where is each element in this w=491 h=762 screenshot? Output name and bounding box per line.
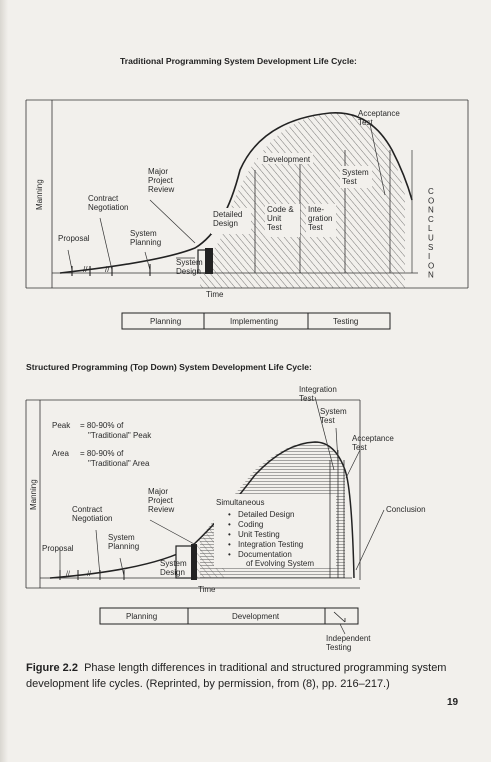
top-figure-title: Traditional Programming System Developme… [120, 56, 357, 66]
bottom-conclusion-label: Conclusion [386, 505, 426, 514]
svg-text:•: • [228, 540, 231, 549]
peak-value-label: = 80-90% of"Traditional" Peak [80, 421, 152, 440]
top-development-label: Development [263, 155, 311, 164]
area-value-label: = 80-90% of"Traditional" Area [80, 449, 150, 468]
bottom-phase-development: Development [232, 612, 280, 621]
bottom-proposal-label: Proposal [42, 544, 74, 553]
page-number: 19 [447, 697, 459, 708]
simultaneous-item: Unit Testing [238, 530, 280, 539]
bottom-figure-title: Structured Programming (Top Down) System… [26, 362, 312, 372]
bottom-manning-curve [49, 441, 355, 579]
page-edge [0, 0, 8, 762]
bottom-phase-planning: Planning [126, 612, 157, 621]
top-phase-testing: Testing [333, 317, 358, 326]
figure-caption: Figure 2.2 Phase length differences in t… [26, 660, 466, 692]
simultaneous-label: Simultaneous [216, 498, 264, 507]
simultaneous-item: Detailed Design [238, 510, 294, 519]
svg-text://: // [105, 265, 110, 274]
simultaneous-box [214, 494, 336, 568]
caption-label: Figure 2.2 [26, 662, 78, 674]
bottom-y-axis-label: Manning [29, 479, 38, 510]
simultaneous-item: Integration Testing [238, 540, 303, 549]
svg-text:•: • [228, 550, 231, 559]
svg-text://: // [66, 571, 70, 578]
bottom-phase-bar: Planning Development [99, 607, 359, 625]
peak-key-label: Peak [52, 421, 71, 430]
top-x-axis-label: Time [206, 290, 224, 299]
simultaneous-list: • Detailed Design • Coding • Unit Testin… [228, 510, 314, 568]
svg-text://: // [83, 265, 88, 274]
svg-text:•: • [228, 520, 231, 529]
area-key-label: Area [52, 449, 69, 458]
top-y-axis-label: Manning [35, 179, 44, 210]
svg-text:•: • [228, 530, 231, 539]
svg-text:•: • [228, 510, 231, 519]
top-proposal-label: Proposal [58, 234, 90, 243]
simultaneous-item: Coding [238, 520, 263, 529]
svg-text://: // [87, 571, 91, 578]
top-phase-bar: Planning Implementing Testing [121, 312, 391, 330]
top-phase-implementing: Implementing [230, 317, 278, 326]
bottom-x-axis-label: Time [198, 585, 216, 594]
top-phase-planning: Planning [150, 317, 181, 326]
caption-text: Phase length differences in traditional … [26, 662, 447, 690]
top-manning-curve [59, 112, 413, 274]
